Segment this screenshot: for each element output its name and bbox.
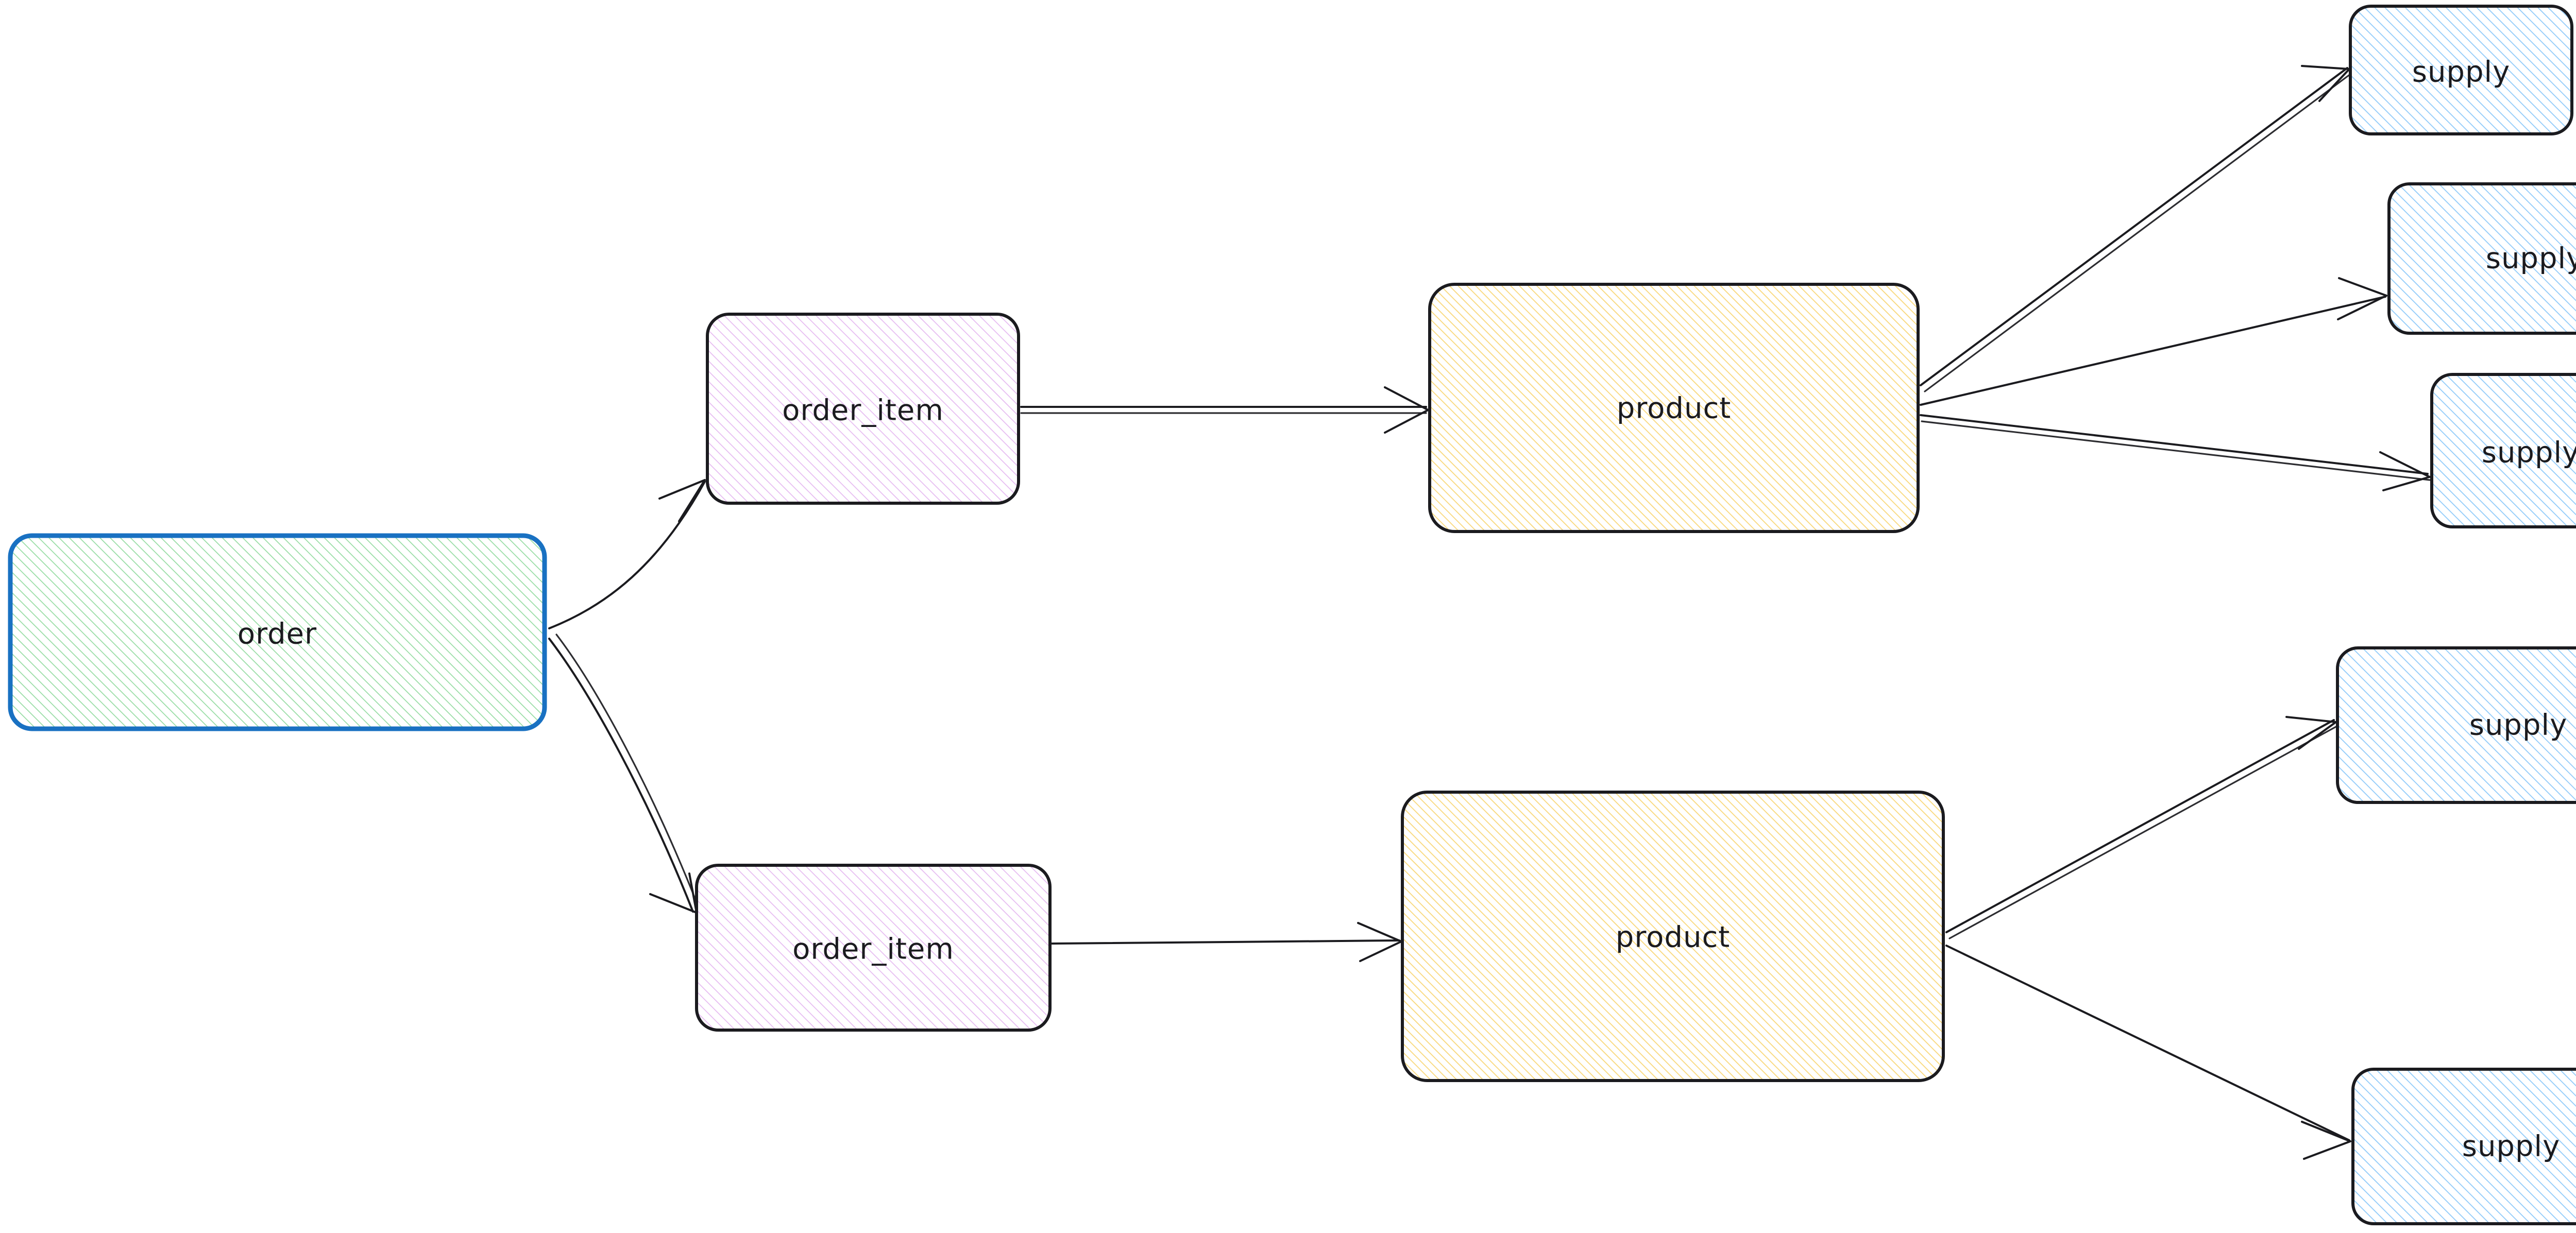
node-supply-5-label: supply [2462, 1130, 2560, 1163]
arrowhead-icon [2379, 451, 2431, 491]
node-supply-1[interactable]: supply [2349, 5, 2573, 135]
edge-product-2-to-supply-4[interactable] [1945, 716, 2338, 939]
edge-order-item-2-to-product-2[interactable] [1051, 922, 1402, 962]
edge-product-2-to-supply-5[interactable] [1945, 945, 2351, 1160]
edges-layer [548, 65, 2431, 1160]
node-product-2-shape[interactable] [1401, 791, 1945, 1082]
arrowhead-icon [649, 872, 698, 914]
node-supply-3-shape[interactable] [2430, 373, 2576, 528]
node-supply-1-label: supply [2412, 56, 2510, 89]
node-order-item-2-shape[interactable] [695, 864, 1052, 1032]
node-order[interactable]: order [8, 533, 547, 731]
node-supply-2[interactable]: supply [2387, 182, 2576, 335]
arrowhead-icon [2301, 65, 2350, 102]
arrowhead-icon [1384, 386, 1429, 434]
arrowhead-icon [2337, 277, 2387, 320]
edge-order-to-order-item-1[interactable] [548, 479, 706, 629]
arrowhead-icon [1357, 922, 1402, 962]
arrowhead-icon [2301, 1121, 2351, 1160]
arrowhead-icon [658, 479, 706, 522]
node-product-1[interactable]: product [1428, 283, 1920, 533]
node-supply-4-shape[interactable] [2336, 646, 2576, 804]
node-product-1-shape[interactable] [1428, 283, 1920, 533]
arrowhead-icon [2285, 716, 2337, 750]
node-order-item-2-label: order_item [792, 933, 954, 966]
node-supply-5[interactable]: supply [2351, 1068, 2576, 1225]
node-supply-1-shape[interactable] [2349, 5, 2573, 135]
node-order-item-2[interactable]: order_item [695, 864, 1052, 1032]
node-order-item-1-shape[interactable] [706, 313, 1020, 505]
edge-product-1-to-supply-2[interactable] [1920, 277, 2387, 406]
node-supply-2-shape[interactable] [2387, 182, 2576, 335]
node-order-item-1[interactable]: order_item [706, 313, 1020, 505]
node-product-2[interactable]: product [1401, 791, 1945, 1082]
edge-product-1-to-supply-3[interactable] [1920, 414, 2431, 491]
node-supply-4[interactable]: supply [2336, 646, 2576, 804]
node-product-2-label: product [1616, 921, 1730, 954]
node-supply-3-label: supply [2482, 436, 2576, 470]
node-supply-5-shape[interactable] [2351, 1068, 2576, 1225]
nodes-layer: order order_item order_item product prod… [8, 5, 2576, 1225]
node-supply-4-label: supply [2469, 709, 2567, 742]
node-product-1-label: product [1617, 392, 1731, 425]
edge-order-item-1-to-product-1[interactable] [1020, 386, 1429, 434]
edge-product-1-to-supply-1[interactable] [1920, 65, 2351, 392]
node-order-label: order [238, 618, 317, 651]
edge-order-to-order-item-2[interactable] [548, 633, 700, 914]
node-order-shape[interactable] [8, 533, 547, 731]
node-supply-3[interactable]: supply [2430, 373, 2576, 528]
node-supply-2-label: supply [2486, 242, 2576, 276]
node-order-item-1-label: order_item [782, 394, 944, 427]
